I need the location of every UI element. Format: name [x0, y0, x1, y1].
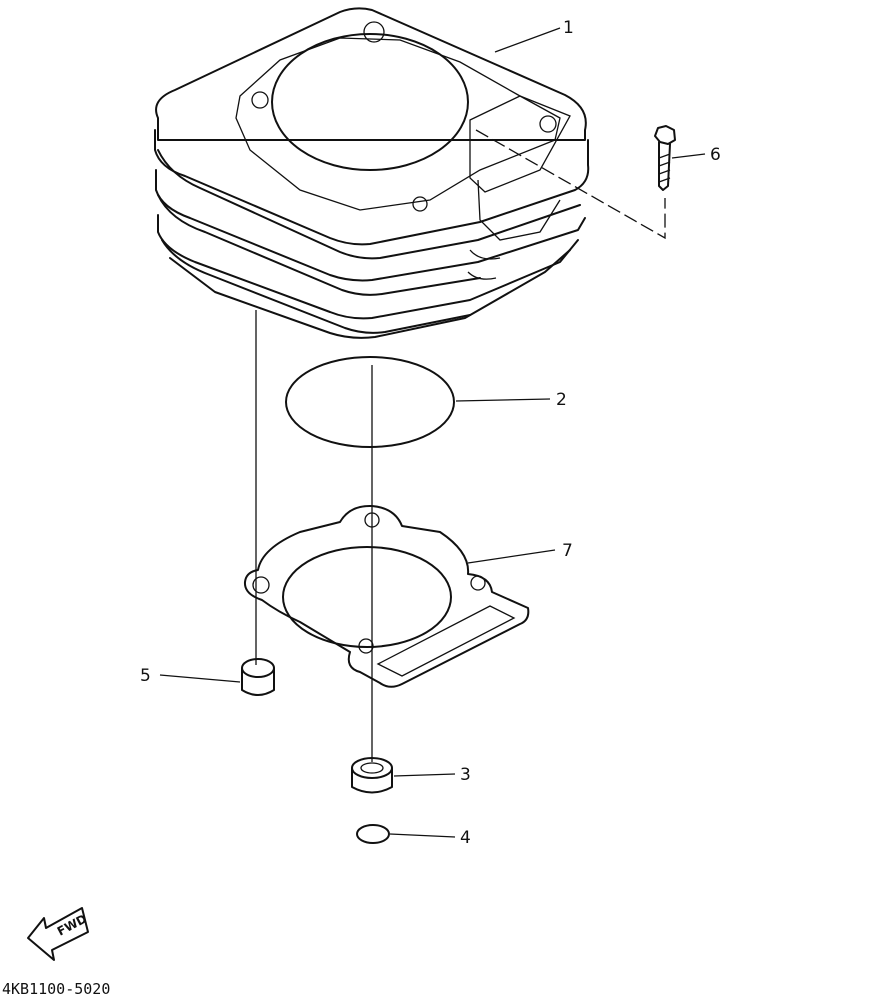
- callout-1-label: 1: [563, 18, 574, 38]
- bolt-part: [654, 125, 676, 191]
- callout-7-label: 7: [562, 541, 573, 561]
- diagram-code: 4KB1100-5020: [2, 980, 110, 998]
- small-o-ring-part: [356, 824, 390, 844]
- callout-4-label: 4: [460, 828, 471, 848]
- o-ring-part: [285, 356, 455, 448]
- alignment-lines: [255, 129, 666, 762]
- callout-2-label: 2: [556, 390, 567, 410]
- callout-5-label: 5: [140, 666, 151, 686]
- callout-leaders: [159, 27, 706, 838]
- cylinder-part: [154, 7, 590, 339]
- dowel-pin-5-part: [241, 658, 275, 696]
- callout-6-label: 6: [710, 145, 721, 165]
- dowel-pin-3-part: [351, 757, 393, 794]
- cylinder-gasket-part: [243, 504, 530, 688]
- forward-arrow-icon: FWD: [27, 907, 89, 961]
- callout-3-label: 3: [460, 765, 471, 785]
